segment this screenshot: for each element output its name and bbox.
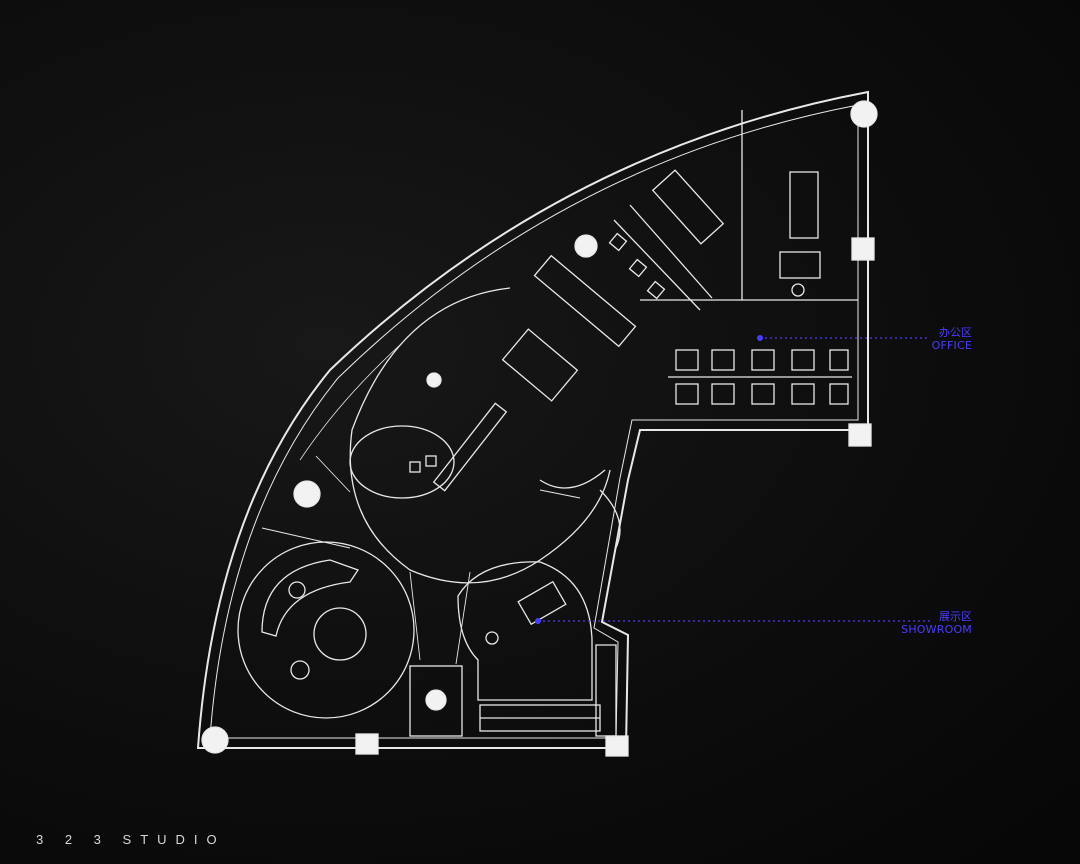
office-area	[608, 110, 858, 405]
zone-label-showroom: 展示区 SHOWROOM	[901, 610, 972, 636]
studio-credit: 3 2 3 STUDIO	[36, 832, 226, 847]
office-marker-dot	[757, 335, 763, 341]
zone-label-office: 办公区 OFFICE	[932, 326, 972, 352]
zone-label-showroom-cn: 展示区	[939, 610, 972, 623]
zone-label-office-en: OFFICE	[931, 339, 972, 352]
zone-label-office-cn: 办公区	[939, 326, 972, 339]
showroom-marker-dot	[535, 618, 541, 624]
central-hall	[349, 254, 637, 584]
zone-callouts	[538, 337, 932, 622]
showroom-area	[237, 541, 617, 737]
partitions	[261, 455, 581, 665]
structural-columns	[201, 100, 878, 757]
workstations	[668, 349, 852, 405]
outer-wall	[196, 90, 869, 749]
zone-label-showroom-en: SHOWROOM	[901, 623, 972, 636]
